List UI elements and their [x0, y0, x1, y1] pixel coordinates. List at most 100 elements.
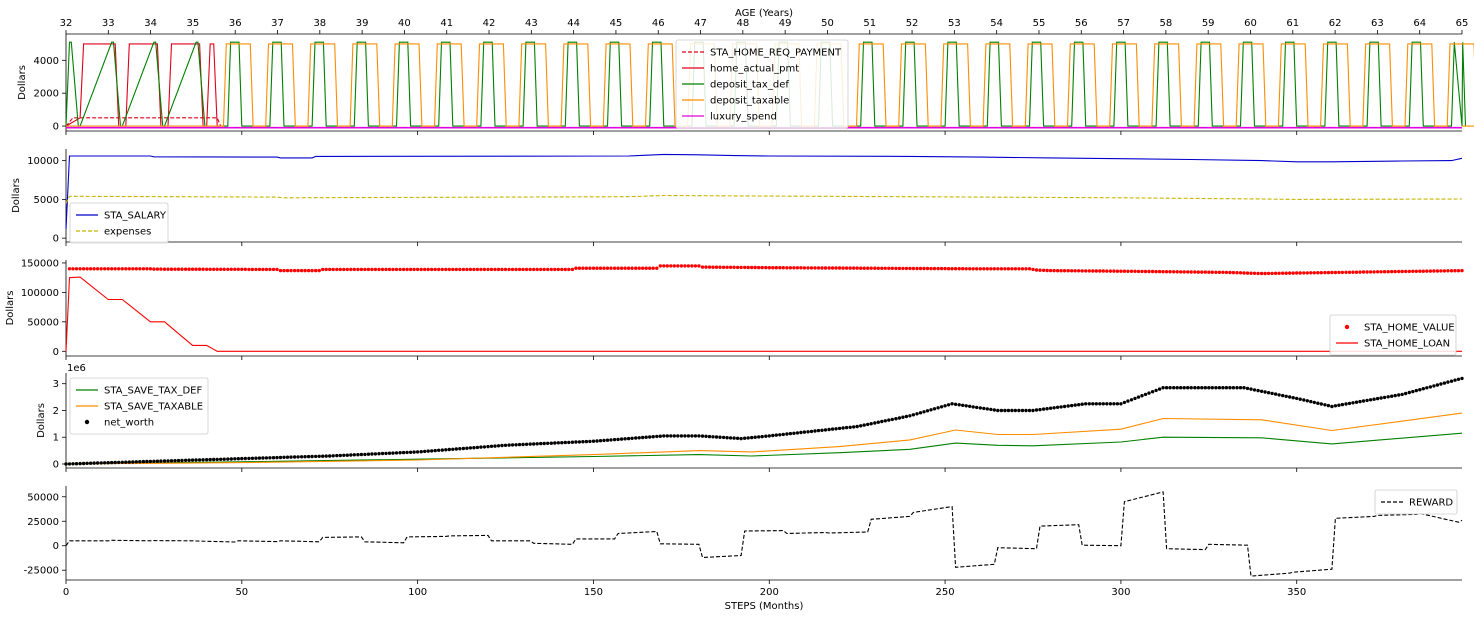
legend-1: STA_HOME_REQ_PAYMENThome_actual_pmtdepos…	[675, 39, 849, 129]
home-value-point	[1288, 271, 1292, 275]
home-value-point	[394, 267, 399, 272]
net-worth-point	[883, 419, 887, 423]
net-worth-point	[1439, 382, 1443, 386]
home-value-point	[556, 267, 560, 272]
net-worth-point	[219, 457, 223, 461]
net-worth-point	[1456, 377, 1461, 381]
net-worth-point	[1017, 408, 1021, 413]
top-tick-label: 55	[1033, 18, 1046, 29]
home-value-point	[1048, 268, 1053, 273]
home-value-point	[243, 267, 247, 271]
home-value-point	[1062, 269, 1067, 273]
home-value-point	[1407, 269, 1412, 274]
net-worth-point	[1080, 402, 1084, 406]
net-worth-point	[229, 457, 233, 461]
home-value-point	[975, 267, 979, 271]
net-worth-point	[145, 459, 149, 464]
home-value-point	[739, 265, 743, 270]
top-tick-label: 35	[187, 18, 200, 29]
home-value-point	[1228, 270, 1232, 275]
y-tick-label: 150000	[21, 258, 59, 269]
net-worth-point	[1323, 403, 1327, 407]
top-tick-label: 46	[652, 18, 665, 29]
net-worth-point	[841, 426, 845, 430]
home-value-point	[510, 267, 515, 272]
home-value-point	[1270, 271, 1274, 276]
net-worth-point	[134, 460, 138, 464]
home-value-point	[352, 267, 356, 272]
top-tick-label: 61	[1286, 18, 1299, 29]
home-value-point	[303, 268, 307, 273]
net-worth-point	[155, 459, 160, 463]
net-worth-point	[113, 460, 117, 465]
home-value-point	[454, 267, 458, 272]
home-value-point	[718, 265, 722, 269]
net-worth-point	[1203, 386, 1208, 390]
legend-swatch	[1344, 324, 1350, 330]
net-worth-point	[461, 446, 466, 451]
y-tick-label: 1	[53, 433, 59, 444]
home-value-point	[81, 267, 86, 271]
net-worth-point	[1055, 405, 1060, 409]
home-value-point	[78, 267, 82, 271]
home-value-point	[152, 267, 156, 271]
net-worth-point	[468, 446, 473, 450]
net-worth-point	[1281, 393, 1285, 398]
net-worth-point	[968, 404, 972, 408]
net-worth-point	[788, 431, 793, 436]
home-value-point	[99, 267, 103, 271]
home-value-point	[721, 265, 726, 269]
top-tick-label: 63	[1371, 18, 1384, 29]
top-tick-label: 45	[610, 18, 623, 29]
top-tick-label: 58	[1160, 18, 1173, 29]
y-tick-label: -25000	[24, 566, 59, 577]
home-value-point	[335, 267, 339, 272]
net-worth-point	[401, 450, 406, 455]
home-value-point	[468, 267, 473, 272]
home-value-point	[1302, 271, 1306, 275]
home-value-point	[500, 267, 504, 272]
top-tick-label: 34	[144, 18, 157, 29]
home-value-point	[894, 266, 898, 271]
home-value-point	[289, 268, 293, 273]
home-value-point	[1312, 271, 1317, 275]
home-value-point	[760, 265, 764, 270]
net-worth-point	[1186, 386, 1190, 390]
home-value-point	[1115, 269, 1120, 273]
net-worth-point	[342, 453, 346, 457]
legend-label: STA_HOME_LOAN	[1364, 339, 1450, 350]
home-value-point	[1108, 269, 1113, 273]
home-value-point	[285, 268, 290, 273]
net-worth-point	[247, 456, 251, 461]
net-worth-point	[1133, 396, 1137, 401]
home-value-point	[1094, 269, 1099, 273]
home-value-point	[493, 267, 497, 272]
home-value-point	[138, 267, 142, 271]
net-worth-point	[440, 448, 444, 452]
net-worth-point	[1277, 393, 1281, 397]
net-worth-point	[911, 413, 916, 417]
net-worth-point	[517, 442, 522, 447]
net-worth-point	[1077, 403, 1081, 407]
legend-label: STA_SAVE_TAX_DEF	[104, 386, 202, 397]
home-value-point	[897, 266, 902, 271]
top-tick-label: 41	[440, 18, 453, 29]
net-worth-point	[978, 406, 982, 410]
net-worth-point	[243, 456, 247, 461]
net-worth-point	[686, 434, 691, 438]
net-worth-point	[623, 437, 627, 441]
net-worth-point	[1256, 388, 1260, 393]
net-worth-point	[233, 457, 237, 461]
net-worth-point	[1446, 380, 1450, 384]
net-worth-point	[662, 434, 666, 438]
top-tick-label: 42	[483, 18, 496, 29]
net-worth-point	[641, 435, 645, 440]
net-worth-point	[957, 403, 961, 407]
net-worth-point	[366, 452, 371, 456]
net-worth-point	[208, 457, 212, 462]
home-value-point	[1340, 270, 1345, 275]
home-value-point	[1147, 269, 1151, 274]
net-worth-point	[535, 442, 539, 446]
net-worth-point	[1375, 396, 1380, 401]
